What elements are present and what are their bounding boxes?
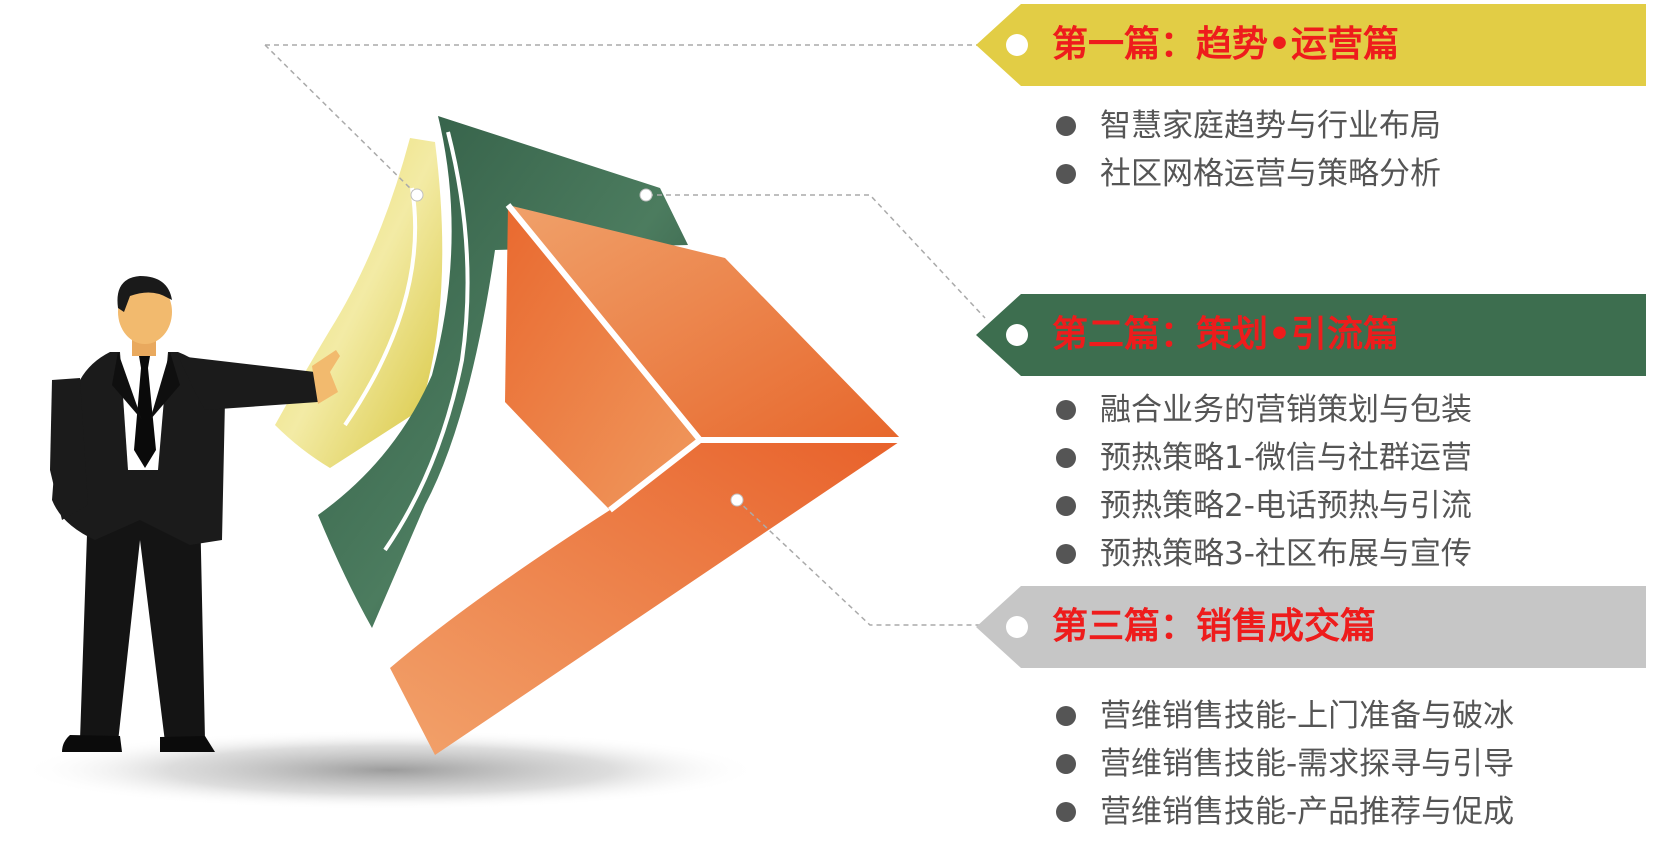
businessman-figure: [50, 276, 340, 752]
list-item-text: 预热策略1-微信与社群运营: [1100, 440, 1472, 476]
banner-3-shape: [976, 586, 1646, 668]
bullet-dot: [1056, 544, 1076, 564]
list-item-text: 营维销售技能-需求探寻与引导: [1100, 746, 1515, 782]
list-item: 智慧家庭趋势与行业布局: [1054, 102, 1441, 150]
list-item-text: 预热策略2-电话预热与引流: [1100, 488, 1472, 524]
arrow-orange-top: [508, 205, 902, 440]
banner-3-dot: [1006, 616, 1028, 638]
section-1-banner: 第一篇：趋势•运营篇: [976, 4, 1646, 86]
list-item-text: 营维销售技能-上门准备与破冰: [1100, 698, 1515, 734]
section-2-banner: 第二篇：策划•引流篇: [976, 294, 1646, 376]
list-item: 营维销售技能-需求探寻与引导: [1054, 740, 1514, 788]
banner-1-dot: [1006, 34, 1028, 56]
list-item-text: 融合业务的营销策划与包装: [1100, 392, 1472, 428]
arrow-orange-bottom: [390, 440, 902, 755]
bullet-dot: [1056, 802, 1076, 822]
section-3-title: 第三篇：销售成交篇: [1052, 606, 1377, 647]
bullet-dot: [1056, 706, 1076, 726]
list-item: 营维销售技能-产品推荐与促成: [1054, 788, 1514, 836]
list-item: 预热策略1-微信与社群运营: [1054, 434, 1472, 482]
section-3-list: 营维销售技能-上门准备与破冰 营维销售技能-需求探寻与引导 营维销售技能-产品推…: [1054, 692, 1514, 836]
list-item-text: 社区网格运营与策略分析: [1100, 156, 1441, 192]
ground-shadow: [20, 730, 760, 810]
list-item-text: 智慧家庭趋势与行业布局: [1100, 108, 1441, 144]
bullet-dot: [1056, 116, 1076, 136]
list-item: 融合业务的营销策划与包装: [1054, 386, 1472, 434]
list-item-text: 预热策略3-社区布展与宣传: [1100, 536, 1472, 572]
section-2-title: 第二篇：策划•引流篇: [1052, 314, 1400, 355]
list-item-text: 营维销售技能-产品推荐与促成: [1100, 794, 1515, 830]
bullet-dot: [1056, 448, 1076, 468]
list-item: 预热策略3-社区布展与宣传: [1054, 530, 1472, 578]
section-1-list: 智慧家庭趋势与行业布局 社区网格运营与策略分析: [1054, 102, 1441, 198]
bullet-dot: [1056, 754, 1076, 774]
section-2-list: 融合业务的营销策划与包装 预热策略1-微信与社群运营 预热策略2-电话预热与引流…: [1054, 386, 1472, 578]
section-3-banner: 第三篇：销售成交篇: [976, 586, 1646, 668]
banner-2-dot: [1006, 324, 1028, 346]
list-item: 营维销售技能-上门准备与破冰: [1054, 692, 1514, 740]
list-item: 社区网格运营与策略分析: [1054, 150, 1441, 198]
arrow-orange-middle: [505, 205, 700, 510]
list-item: 预热策略2-电话预热与引流: [1054, 482, 1472, 530]
bullet-dot: [1056, 496, 1076, 516]
bullet-dot: [1056, 400, 1076, 420]
banner-1-shape: [976, 4, 1646, 86]
bullet-dot: [1056, 164, 1076, 184]
banner-2-shape: [976, 294, 1646, 376]
section-1-title: 第一篇：趋势•运营篇: [1052, 24, 1400, 65]
